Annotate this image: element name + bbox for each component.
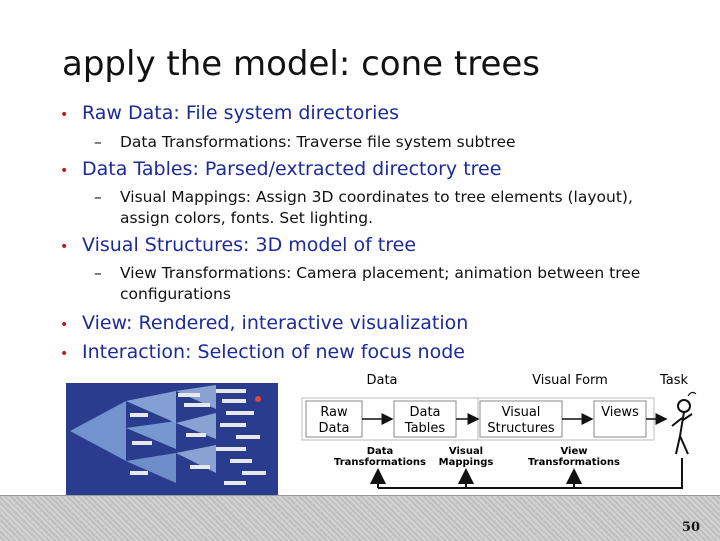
cone-tree-illustration [66,383,278,495]
sub-bullet-view-transformations: –View Transformations: Camera placement;… [94,263,654,305]
label-visual-mappings-1: Visual [449,446,483,457]
raw-data-line1: Raw [320,405,348,420]
data-tables-box [393,400,457,438]
data-tables-line1: Data [409,405,440,420]
bullet-marker: • [60,107,69,123]
bullet-raw-data: • Raw Data: File system directories [60,102,399,124]
sub-bullet-dash: – [94,264,102,282]
sub-bullet-data-transformations: –Data Transformations: Traverse file sys… [94,132,516,153]
label-data-transformations-1: Data [367,446,394,457]
label-visual-mappings-2: Mappings [439,457,494,468]
bullet-text: Visual Structures: 3D model of tree [82,234,417,256]
visual-structures-line2: Structures [487,421,554,436]
bullet-text: Raw Data: File system directories [82,102,399,124]
sub-bullet-text: Visual Mappings: Assign 3D coordinates t… [120,188,633,227]
reference-model-diagram: Data Visual Form Task Raw Data Data Tabl… [300,366,710,496]
cone-tree-image [66,383,278,495]
sub-bullet-visual-mappings: –Visual Mappings: Assign 3D coordinates … [94,187,684,229]
bullet-text: Data Tables: Parsed/extracted directory … [82,158,502,180]
slide-title: apply the model: cone trees [62,44,540,84]
bullet-marker: • [60,346,69,362]
sub-bullet-text: Data Transformations: Traverse file syst… [120,133,516,151]
footer-band [0,495,720,541]
label-view-transformations-2: Transformations [528,457,620,468]
sub-bullet-text: View Transformations: Camera placement; … [120,264,641,303]
bullet-text: Interaction: Selection of new focus node [82,341,465,363]
header-data: Data [366,373,397,388]
bullet-marker: • [60,239,69,255]
bullet-text: View: Rendered, interactive visualizatio… [82,312,469,334]
label-view-transformations-1: View [560,446,587,457]
bullet-view: • View: Rendered, interactive visualizati… [60,312,468,334]
data-tables-line2: Tables [404,421,446,436]
bullet-data-tables: • Data Tables: Parsed/extracted directory… [60,158,501,180]
bullet-marker: • [60,163,69,179]
sub-bullet-dash: – [94,133,102,151]
sub-bullet-dash: – [94,188,102,206]
views-label: Views [601,405,639,420]
header-task: Task [659,373,689,388]
visual-structures-line1: Visual [502,405,541,420]
person-figure-icon [671,391,697,455]
raw-data-line2: Data [318,421,349,436]
reference-model-svg: Data Visual Form Task Raw Data Data Tabl… [301,373,697,489]
label-data-transformations-2: Transformations [334,457,426,468]
bullet-interaction: • Interaction: Selection of new focus nod… [60,341,465,363]
raw-data-box [305,400,363,438]
page-number: 50 [681,520,700,535]
bullet-marker: • [60,317,69,333]
views-box [593,400,647,438]
header-visual-form: Visual Form [532,373,608,388]
feedback-line [378,458,683,489]
bullet-visual-structures: • Visual Structures: 3D model of tree [60,234,416,256]
